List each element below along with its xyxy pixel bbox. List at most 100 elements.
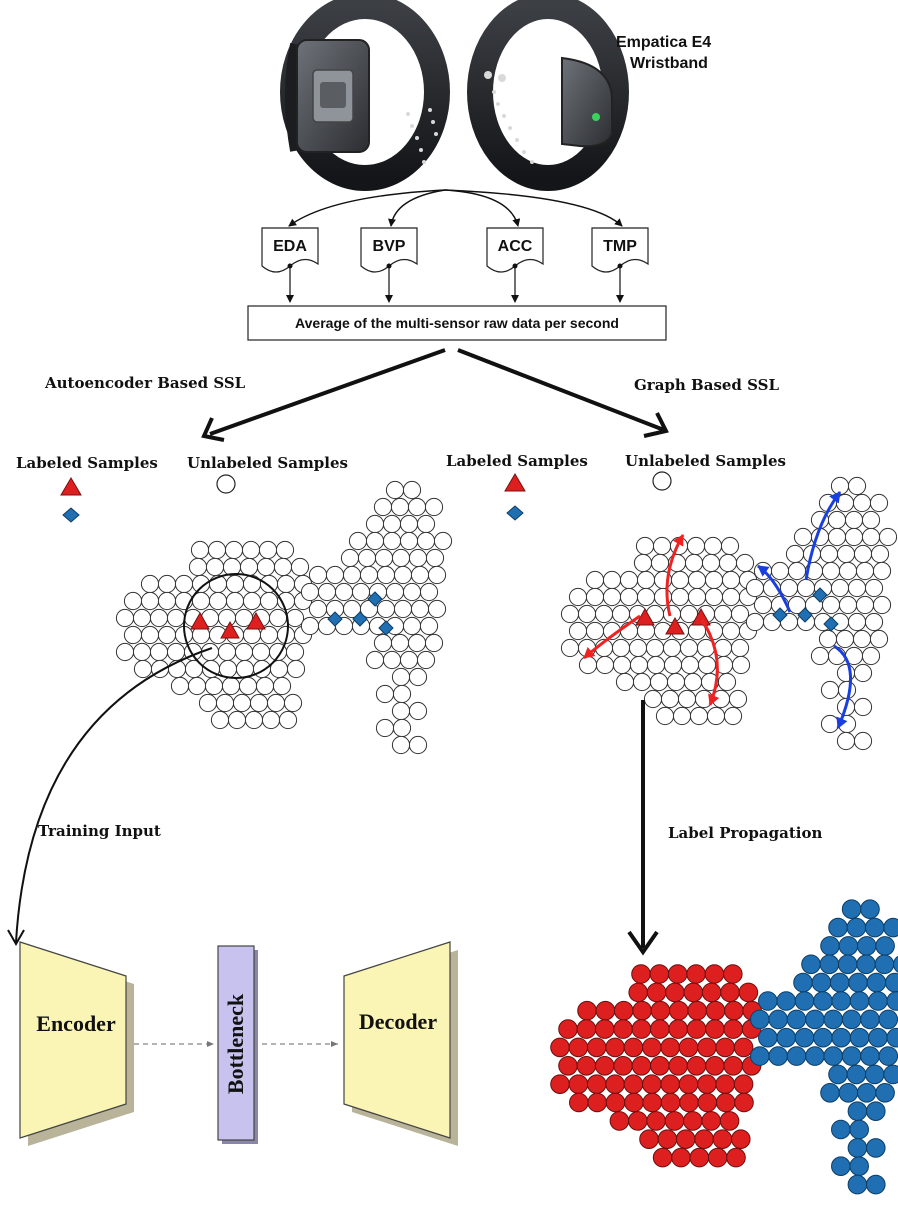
wristband-right-image (467, 0, 629, 191)
sample-node (619, 570, 639, 590)
sample-node (408, 548, 428, 568)
sample-node (133, 659, 153, 679)
sample-node (811, 972, 832, 993)
sample-node (225, 591, 245, 611)
sample-node (587, 1092, 607, 1113)
sample-node (786, 1009, 807, 1030)
sample-node (726, 1147, 746, 1168)
sample-node (849, 1119, 869, 1140)
sample-node (227, 710, 247, 730)
device-title-line1: Empatica E4 (616, 34, 711, 51)
sample-node (878, 527, 898, 547)
sample-node (392, 718, 412, 738)
sample-node (818, 629, 838, 649)
sample-node (276, 591, 296, 611)
sample-node (157, 625, 177, 645)
sample-node (829, 972, 850, 993)
sample-node (861, 646, 881, 666)
sample-node (166, 608, 186, 628)
sample-node (399, 650, 419, 670)
branch-title-graph: Graph Based SSL (634, 376, 779, 394)
encoder-block: Encoder (19, 941, 134, 1146)
sample-node (170, 676, 190, 696)
sample-node (249, 693, 269, 713)
sample-node (841, 1046, 862, 1066)
sample-node (697, 655, 717, 675)
sample-node (701, 553, 721, 573)
sample-node (140, 625, 160, 645)
sample-node (605, 1092, 626, 1113)
aggregation-label: Average of the multi-sensor raw data per… (295, 315, 619, 331)
sample-node (713, 604, 733, 624)
sample-node (731, 1129, 751, 1149)
sample-node (650, 1000, 671, 1021)
sample-node (866, 972, 887, 993)
sample-node (677, 689, 697, 709)
sample-node (733, 1074, 754, 1094)
sample-node (359, 565, 379, 585)
sample-node (402, 480, 422, 500)
sample-node (613, 1019, 633, 1039)
sample-node (628, 638, 648, 658)
sample-node (408, 701, 428, 721)
sample-node (838, 1083, 859, 1103)
sample-node (390, 633, 410, 653)
sample-node (668, 1056, 688, 1076)
sample-node (786, 1046, 807, 1066)
sample-node (576, 1019, 597, 1039)
sample-node (123, 625, 143, 645)
sample-node (285, 642, 305, 662)
sample-node (234, 642, 254, 662)
sample-node (836, 731, 856, 751)
sample-node (868, 1027, 888, 1048)
sample-node (874, 954, 895, 975)
sample-node (650, 1019, 670, 1039)
labeled-sample-a (220, 620, 240, 639)
sample-node (408, 667, 428, 687)
sample-node (841, 899, 862, 919)
sample-node (115, 608, 135, 628)
sample-node (823, 1009, 843, 1030)
sample-node (680, 655, 700, 675)
sample-node (375, 684, 395, 704)
sample-node (215, 693, 235, 713)
sample-node (872, 561, 892, 581)
sample-node (878, 1009, 898, 1030)
sensor-label-eda: EDA (273, 238, 307, 255)
sample-node (704, 570, 724, 590)
sample-node (424, 497, 444, 517)
legend-triangle-right (504, 473, 526, 492)
sample-node (613, 1000, 634, 1021)
sample-node (275, 540, 295, 560)
sample-node (819, 544, 839, 564)
sample-node (821, 595, 841, 615)
sample-node (835, 493, 855, 513)
sample-node (697, 1092, 718, 1113)
sample-node (393, 565, 413, 585)
sensor-box-bvp: BVP (360, 227, 418, 303)
sample-node (828, 1064, 848, 1085)
sample-node (704, 964, 725, 984)
labeled-sample-a (246, 611, 266, 630)
sample-node (838, 936, 859, 956)
sample-node (399, 514, 419, 534)
sample-node (852, 629, 872, 649)
sample-node (594, 1019, 615, 1039)
legend-triangle-left (60, 477, 82, 496)
sample-node (660, 1074, 680, 1094)
bottleneck-label: Bottleneck (223, 993, 248, 1094)
sample-node (728, 689, 748, 709)
sample-node (830, 578, 850, 598)
sample-node (650, 553, 670, 573)
sample-node (875, 936, 895, 956)
sample-node (594, 604, 614, 624)
sample-node (723, 964, 743, 984)
sensor-box-tmp: TMP (591, 227, 649, 303)
sample-node (340, 548, 360, 568)
sample-node (624, 1092, 644, 1113)
sample-node (733, 1037, 754, 1058)
sample-node (256, 557, 276, 577)
sample-node (649, 964, 670, 984)
sample-node (856, 954, 876, 975)
sample-node (635, 536, 655, 556)
